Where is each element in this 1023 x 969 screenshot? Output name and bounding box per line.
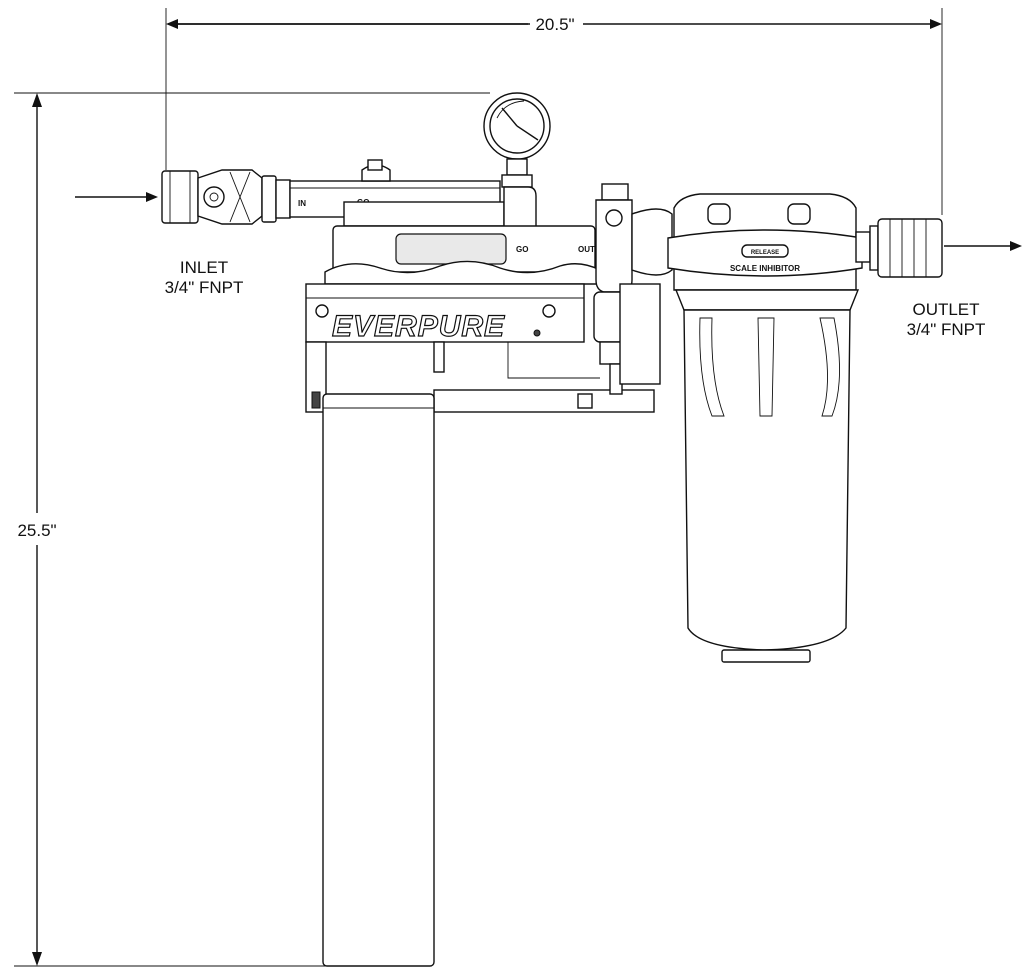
inlet-flow-arrow [75, 192, 158, 202]
inlet-fitting [161, 169, 291, 225]
outlet-label: OUTLET 3/4" FNPT [907, 300, 986, 339]
filter-head: GO OUT [324, 225, 601, 285]
outlet-fitting [855, 218, 943, 278]
filter-cartridge [322, 393, 435, 967]
in-marking: IN [298, 199, 306, 208]
out-marking: OUT [578, 245, 595, 254]
outlet-title: OUTLET [912, 300, 979, 319]
go-lower-marking: GO [516, 245, 528, 254]
manifold-pipe: IN GO [289, 159, 505, 227]
inlet-spec: 3/4" FNPT [165, 278, 244, 297]
brand-logo: EVERPURE [332, 310, 505, 343]
height-dimension-label: 25.5" [17, 521, 56, 540]
inlet-title: INLET [180, 258, 228, 277]
height-dimension: 25.5" [14, 92, 490, 967]
inlet-label: INLET 3/4" FNPT [165, 258, 244, 297]
width-dimension: 20.5" [165, 8, 943, 215]
width-dimension-label: 20.5" [535, 15, 574, 34]
scale-inhibitor-housing: RELEASE SCALE INHIBITOR [667, 193, 863, 663]
outlet-flow-arrow [944, 241, 1022, 251]
release-badge: RELEASE [751, 250, 779, 256]
outlet-valve [593, 183, 673, 395]
outlet-spec: 3/4" FNPT [907, 320, 986, 339]
scale-inhibitor-label: SCALE INHIBITOR [730, 264, 800, 273]
mounting-bracket: EVERPURE [305, 283, 655, 413]
